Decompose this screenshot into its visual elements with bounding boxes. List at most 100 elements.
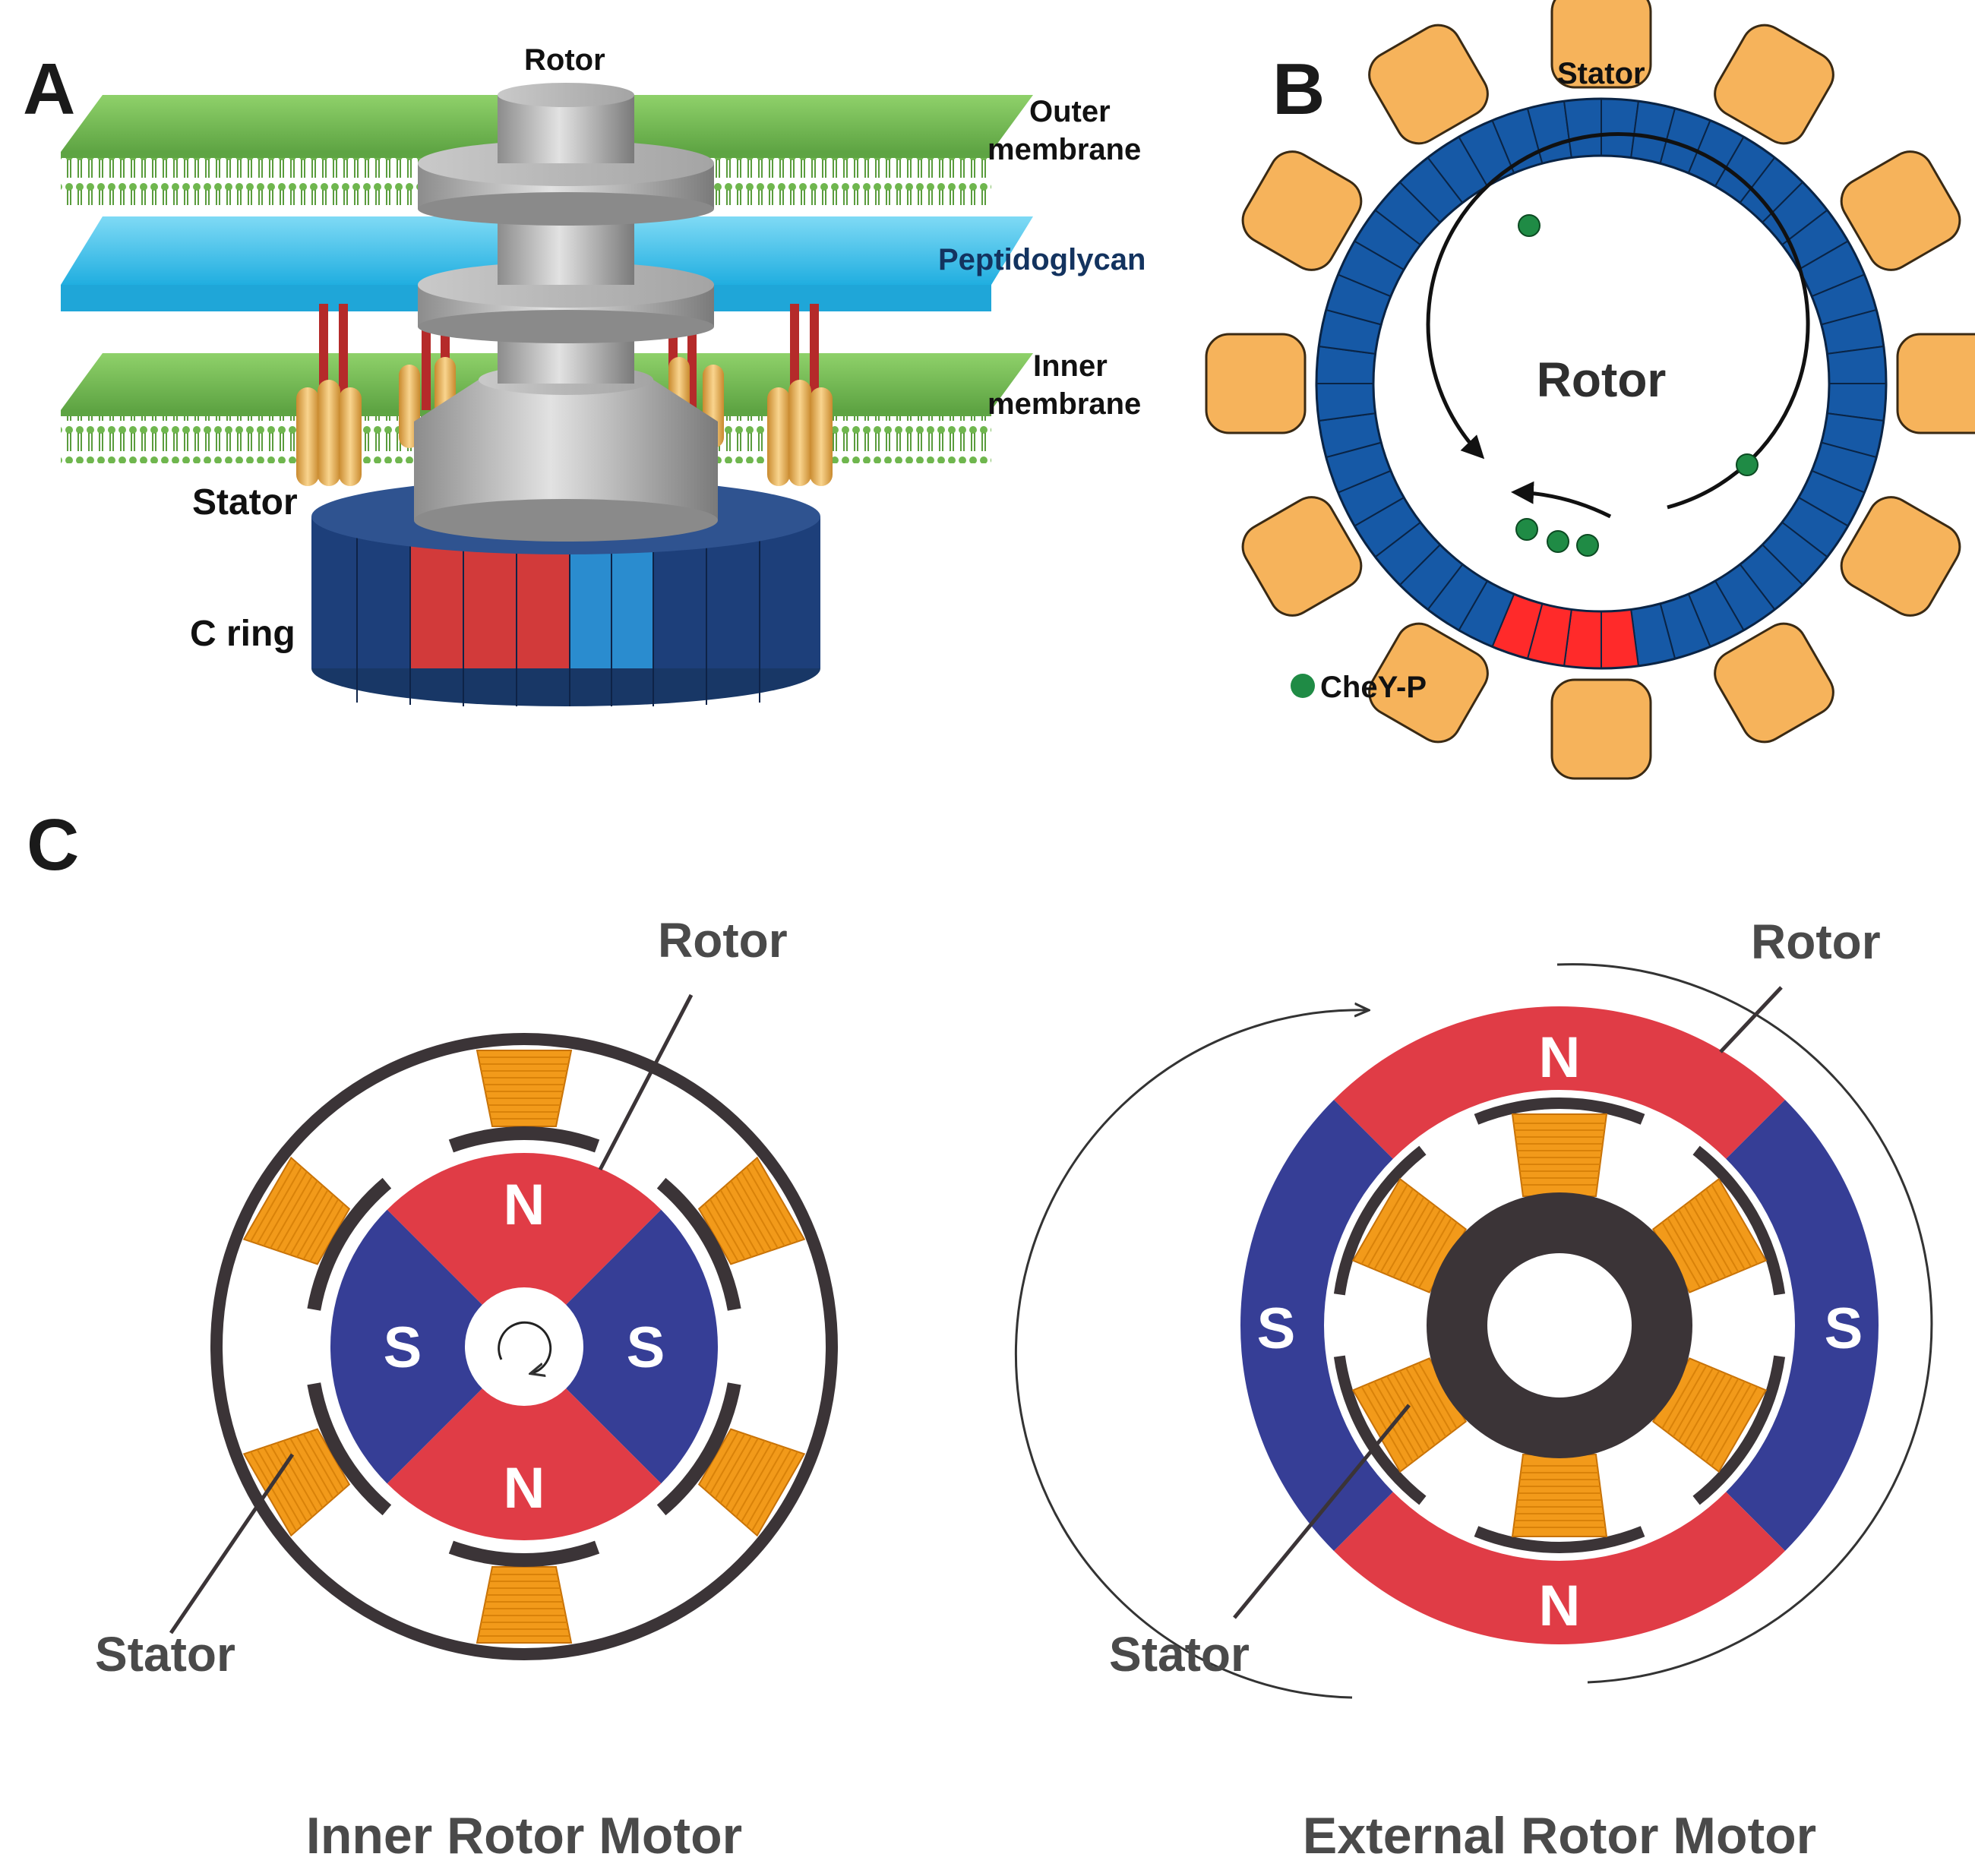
coil-winding [1386,1201,1430,1275]
inner-motor-rotation-icon [498,1321,552,1373]
inner-motor-shaft [465,1287,583,1406]
coil-winding [263,1446,308,1523]
external-rotation-arrow-left [1014,1010,1367,1699]
coil-winding [270,1445,313,1518]
inner-pole-n-top: N [504,1173,545,1237]
external-pole-s-right: S [1825,1296,1863,1361]
coil-winding [1694,1196,1740,1273]
inner-rotor-label: Rotor [658,913,788,968]
stator-units [1205,0,1975,780]
stator-unit-body [1368,622,1489,744]
coil-winding [725,1185,766,1253]
stator-coil [476,1050,573,1127]
coil-winding [1705,1383,1752,1463]
stator-complex-right [767,304,833,486]
external-motor-pole-shoes [1333,1097,1786,1553]
label-b-stator: Stator [1557,57,1645,90]
legend-chey-p-dot [1291,674,1315,698]
pole-shoe [448,1540,600,1567]
coil-winding [1417,1221,1458,1289]
external-pole-n-top: N [1539,1025,1581,1090]
stator-unit [1896,333,1975,434]
stator-unit [1714,622,1834,744]
coil-winding [256,1448,302,1527]
stator-unit [1368,622,1489,744]
c-ring-segments [1315,97,1888,670]
stator-unit-body [1241,496,1363,617]
coil-winding [283,1185,324,1253]
ring-inner-edge [1372,154,1831,613]
rotor-ring-sector [1334,1492,1785,1645]
external-motor-title: External Rotor Motor [1303,1807,1816,1865]
coil-winding [1667,1218,1708,1286]
pole-shoe [448,1126,600,1153]
label-a-c-ring: C ring [190,614,295,654]
chey-p-molecules [1515,214,1759,557]
stator-unit-body [1714,622,1834,744]
coil-winding [1373,1192,1420,1270]
stator-unit [1241,496,1363,617]
inner-rotor-motor: N S N S Rotor Stator Inner Rotor Motor [95,913,838,1865]
stator-unit [1550,0,1652,89]
chey-p-dot [1576,534,1599,557]
pole-shoe [307,1177,392,1311]
inner-stator-leader [169,1453,295,1634]
stator-coil [697,1428,806,1537]
inner-pole-s-right: S [627,1315,665,1380]
rotor-ring-sector [1726,1100,1879,1551]
panel-letter-a: A [23,49,75,130]
stator-unit [1840,496,1961,617]
chey-p-dot [1515,518,1538,541]
coil-winding [1683,1205,1727,1278]
coil-winding [250,1451,298,1532]
coil-winding [1367,1188,1414,1268]
stator-unit-body [1368,24,1489,145]
pole-shoe [1474,1526,1645,1553]
coil-winding [302,1433,340,1495]
coil-winding [1694,1378,1740,1454]
external-stator-label: Stator [1109,1627,1250,1682]
coil-winding [270,1176,313,1249]
c-ring [311,478,820,706]
panel-letter-b: B [1272,49,1325,130]
coil-winding [309,1203,345,1262]
coil-winding [725,1440,766,1508]
chey-p-dot [1518,214,1540,237]
coil-winding [750,1451,798,1532]
stator-unit [1714,24,1834,145]
coil-winding [276,1180,318,1251]
coil-winding [1678,1370,1721,1442]
external-motor-rotor-ring [1240,1006,1879,1645]
inner-motor-stator-coils [242,1050,806,1644]
inner-motor-housing [210,1033,838,1660]
stator-coil [476,1566,573,1644]
coil-winding [1705,1188,1752,1268]
coil-winding [750,1161,798,1243]
external-motor-stator-coils [1351,1113,1768,1537]
coil-winding [289,1189,329,1255]
stator-coil [242,1428,351,1537]
coil-winding [1398,1370,1441,1442]
stator-unit-body [1550,678,1652,780]
coil-winding [1386,1375,1430,1450]
stator-unit-body [1714,24,1834,145]
coil-winding [709,1199,746,1260]
pole-shoe [656,1382,741,1516]
coil-winding [709,1433,746,1495]
coil-winding [741,1170,785,1247]
coil-winding [735,1176,779,1249]
ring-segment [1563,97,1602,159]
coil-winding [1667,1365,1708,1433]
coil-winding [719,1189,759,1255]
label-b-legend-chey-p: CheY-P [1320,671,1427,704]
ring-segment [1826,345,1888,384]
coil-winding [256,1166,302,1245]
label-a-outer-membrane-1: Outer [1029,95,1111,128]
coil-winding [1405,1213,1447,1284]
rotor-ring-sector [1334,1006,1785,1159]
coil-winding [1699,1381,1746,1458]
pole-shoe [1474,1097,1645,1125]
inner-rotor-leader [598,993,694,1171]
coil-winding [703,1203,739,1262]
